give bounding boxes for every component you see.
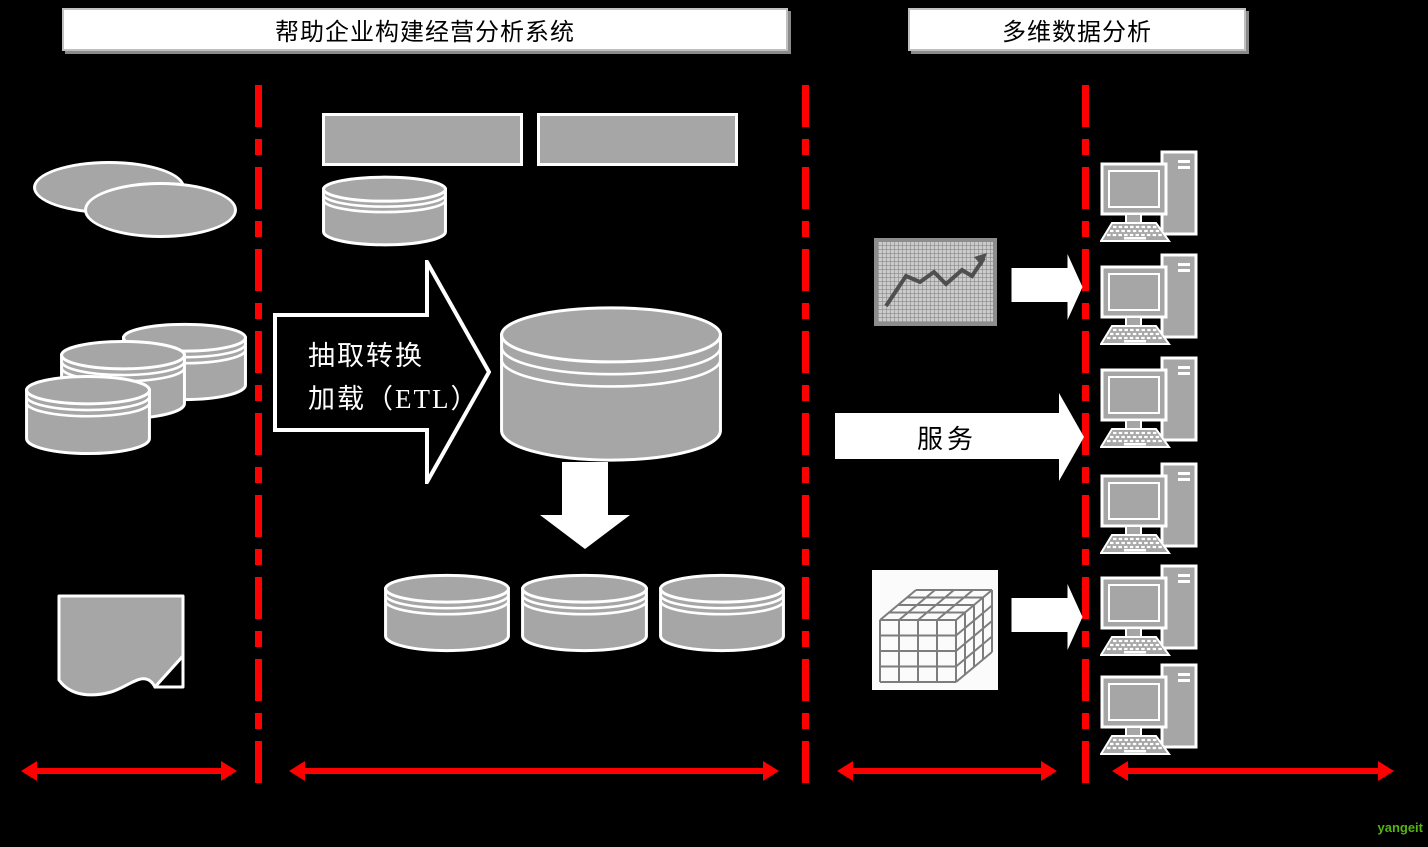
line-chart-zigzag [884,253,987,308]
title-box-analysis-system: 帮助企业构建经营分析系统 [62,8,788,51]
desktop-computer-icon [1100,663,1198,756]
section-span-arrow-etl [289,761,779,781]
block-rectangle [322,113,523,166]
section-span-arrow-analysis [837,761,1057,781]
service-arrow-shape [835,393,1084,481]
datamart-database-cylinder-icon [658,573,786,653]
datamart-database-cylinder-icon [383,573,511,653]
database-cylinder-icon [24,374,152,456]
database-cylinder-icon [321,175,448,247]
block-rectangle [537,113,738,166]
etl-block-arrow-right-icon [273,260,491,484]
arrowhead-right-icon [763,761,779,781]
arrowhead-left-icon [1112,761,1128,781]
divider-line-2 [802,85,809,791]
data-ellipse-icon [84,182,237,238]
document-icon [57,594,185,697]
arrowhead-left-icon [21,761,37,781]
title-text-analysis-system: 帮助企业构建经营分析系统 [275,20,575,46]
section-span-arrow-clients [1112,761,1394,781]
desktop-computer-icon [1100,253,1198,346]
desktop-computer-icon [1100,150,1198,243]
block-arrow-right-icon [1011,584,1083,650]
warehouse-database-cylinder-icon [497,303,725,465]
block-arrow-down-icon [540,462,630,549]
datamart-database-cylinder-icon [520,573,649,653]
arrowhead-right-icon [1378,761,1394,781]
divider-line-3 [1082,85,1089,791]
divider-line-1 [255,85,262,791]
line-chart-icon [874,238,997,326]
arrowhead-left-icon [289,761,305,781]
title-text-multidimensional: 多维数据分析 [1002,20,1152,46]
etl-label-line1: 抽取转换 [308,341,424,371]
arrowhead-right-icon [1041,761,1057,781]
section-span-arrow-sources [21,761,237,781]
block-arrow-right-icon [1011,254,1083,320]
service-label: 服务 [916,424,977,454]
cube-wireframe [879,589,993,683]
desktop-computer-icon [1100,462,1198,555]
arrowhead-left-icon [837,761,853,781]
service-block-arrow-right-icon: 服务 [835,393,1085,481]
desktop-computer-icon [1100,356,1198,449]
title-box-multidimensional: 多维数据分析 [908,8,1246,51]
arrowhead-right-icon [221,761,237,781]
etl-label-line2: 加载（ETL） [308,384,480,414]
cube-icon [872,570,998,690]
desktop-computer-icon [1100,564,1198,657]
watermark-logo: yangeit [1377,820,1423,835]
